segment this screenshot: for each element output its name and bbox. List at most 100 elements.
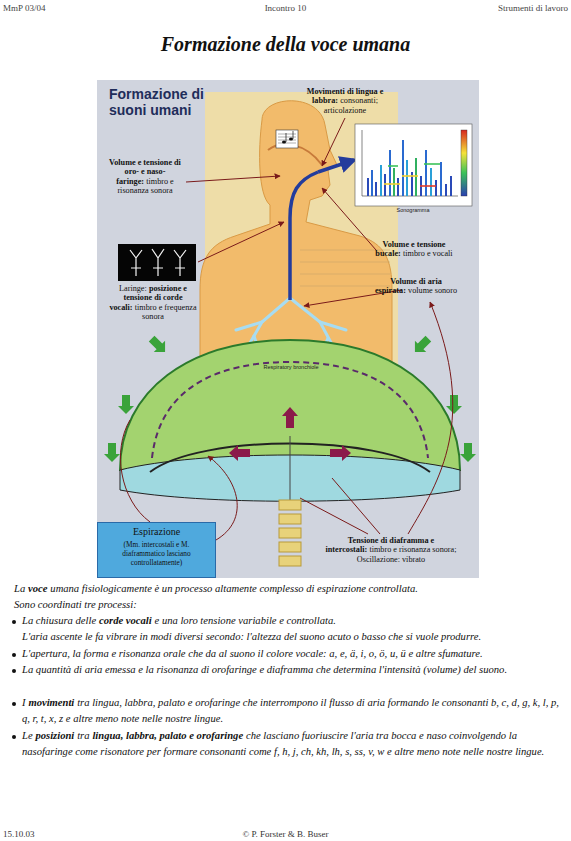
- sonogram: [424, 163, 440, 165]
- callout-label: Volume e tensione di oro- e naso-faringe…: [104, 158, 186, 195]
- text-run: volume sonoro: [408, 286, 457, 295]
- sonogram: [367, 178, 369, 196]
- box-text: (Mm. intercostali e M. diaframmatico las…: [102, 540, 211, 567]
- text-run: MmP 03/04: [3, 3, 45, 13]
- torso-figure: [300, 274, 390, 275]
- bold-text: movimenti: [28, 697, 74, 708]
- text-run: Sonogramma: [396, 207, 429, 213]
- sonogram: [445, 184, 447, 196]
- spine: [279, 528, 301, 538]
- bold-text: corde vocali: [99, 615, 152, 626]
- header-text: Strumenti di lavoro: [418, 3, 568, 14]
- larynx-image: [130, 250, 142, 276]
- sonogram: [435, 180, 437, 196]
- spine: [279, 514, 301, 524]
- body-paragraph: Lavoceumana fisiologicamente è un proces…: [14, 581, 564, 597]
- sonogram: [461, 130, 467, 196]
- sonogram: [362, 130, 363, 196]
- body-paragraph: Sono coordinati tre processi:: [14, 597, 564, 613]
- text-run: Le: [22, 730, 33, 741]
- text-run: e una loro tensione variabile e controll…: [155, 615, 336, 626]
- airway: [318, 160, 354, 172]
- larynx-image: [152, 249, 164, 276]
- sonogram: [355, 124, 472, 206]
- diaphragm-dome: [290, 436, 291, 500]
- lung-tree: [320, 322, 346, 330]
- sonogram: [397, 178, 399, 196]
- sonogram: [450, 176, 452, 196]
- sonogram: [384, 174, 386, 196]
- text-run: Laringe:: [119, 284, 147, 293]
- text-run: umana fisiologicamente è un processo alt…: [50, 583, 418, 594]
- sonogram: [415, 158, 417, 196]
- sonogram: [380, 165, 382, 196]
- spine: [279, 500, 301, 510]
- music-icon: [276, 130, 298, 148]
- text-run: Respiratory bronchiole: [263, 364, 318, 370]
- sonogram: [384, 164, 440, 186]
- bullet-item: Imovimentitra lingua, labbra, palato e o…: [22, 695, 564, 727]
- anatomy-label: Respiratory bronchiole: [258, 364, 324, 370]
- sonogram: [406, 160, 408, 196]
- bullet-dot: [12, 735, 16, 739]
- chart-caption: Sonogramma: [383, 207, 443, 213]
- bullet-dot: [12, 653, 16, 657]
- bullet-dot: [12, 669, 16, 673]
- text-run: I: [22, 697, 26, 708]
- music-icon: [289, 138, 293, 141]
- sonogram: [430, 168, 432, 196]
- larynx-image: [118, 244, 196, 281]
- torso-figure: [300, 262, 390, 263]
- expiration-box: Espirazione (Mm. intercostali e M. diafra…: [97, 522, 216, 578]
- callout-label: Laringe:posizione e tensione di corde vo…: [104, 284, 202, 321]
- box-heading: Espirazione: [102, 526, 211, 538]
- sonogram: [389, 150, 391, 196]
- music-icon: [293, 131, 294, 139]
- bold-text: voce: [28, 583, 47, 594]
- text-run: tra lingua, labbra, palato e orofaringe …: [22, 697, 559, 724]
- text-run: L'apertura, la forma e risonanza orale c…: [22, 648, 483, 659]
- bullet-dot: [12, 620, 16, 624]
- music-icon: [282, 141, 286, 144]
- bullet-item: L'apertura, la forma e risonanza orale c…: [22, 646, 564, 662]
- sonogram: [384, 183, 400, 185]
- bullet-item: L'aria ascente le fa vibrare in modi div…: [22, 629, 564, 645]
- text-run: timbro e frequenza sonora: [135, 303, 197, 321]
- sonogram: [420, 185, 436, 187]
- sonogram: [368, 140, 451, 196]
- callout-label: Volume di aria espirata:volume sonoro: [370, 277, 462, 296]
- text-run: Incontro 10: [265, 3, 307, 13]
- music-icon: [278, 143, 296, 144]
- callout-label: Movimenti di lingua e labbra:consonanti;…: [304, 87, 386, 115]
- box-heading: Formazione di suoni umani: [109, 86, 239, 118]
- music-icon: [276, 130, 298, 148]
- bullet-dot: [12, 702, 16, 706]
- text-run: timbro e vocali: [403, 249, 453, 258]
- sonogram: [375, 182, 377, 196]
- sonogram: [393, 168, 395, 196]
- bold-text: posizioni: [35, 730, 74, 741]
- callout-label: Tensione di diaframma e intercostali:tim…: [322, 536, 460, 564]
- text-run: L'aria ascente le fa vibrare in modi div…: [22, 631, 481, 642]
- text-run: timbro e risonanza sonora; Oscillazione:…: [357, 545, 457, 563]
- header-text: MmP 03/04: [3, 3, 153, 14]
- spine: [279, 542, 301, 552]
- text-run: 15.10.03: [3, 829, 35, 839]
- spine: [279, 556, 301, 566]
- bullet-item: La quantità di aria emessa e la risonanz…: [22, 662, 564, 678]
- leader-line: [322, 118, 345, 166]
- larynx-image: [130, 249, 186, 276]
- bullet-item: Leposizionitralingua, labbra, palato e o…: [22, 728, 564, 760]
- music-icon: [286, 133, 287, 142]
- sonogram: [371, 170, 373, 196]
- text-run: Strumenti di lavoro: [498, 3, 568, 13]
- sonogram: [402, 175, 418, 177]
- pressure-arrow: [282, 407, 298, 428]
- lung-tree: [236, 322, 262, 330]
- leader-line: [198, 222, 284, 262]
- pressure-arrow: [229, 407, 351, 461]
- sonogram: [402, 140, 404, 196]
- sonogram: [440, 162, 442, 196]
- larynx-image: [174, 250, 186, 276]
